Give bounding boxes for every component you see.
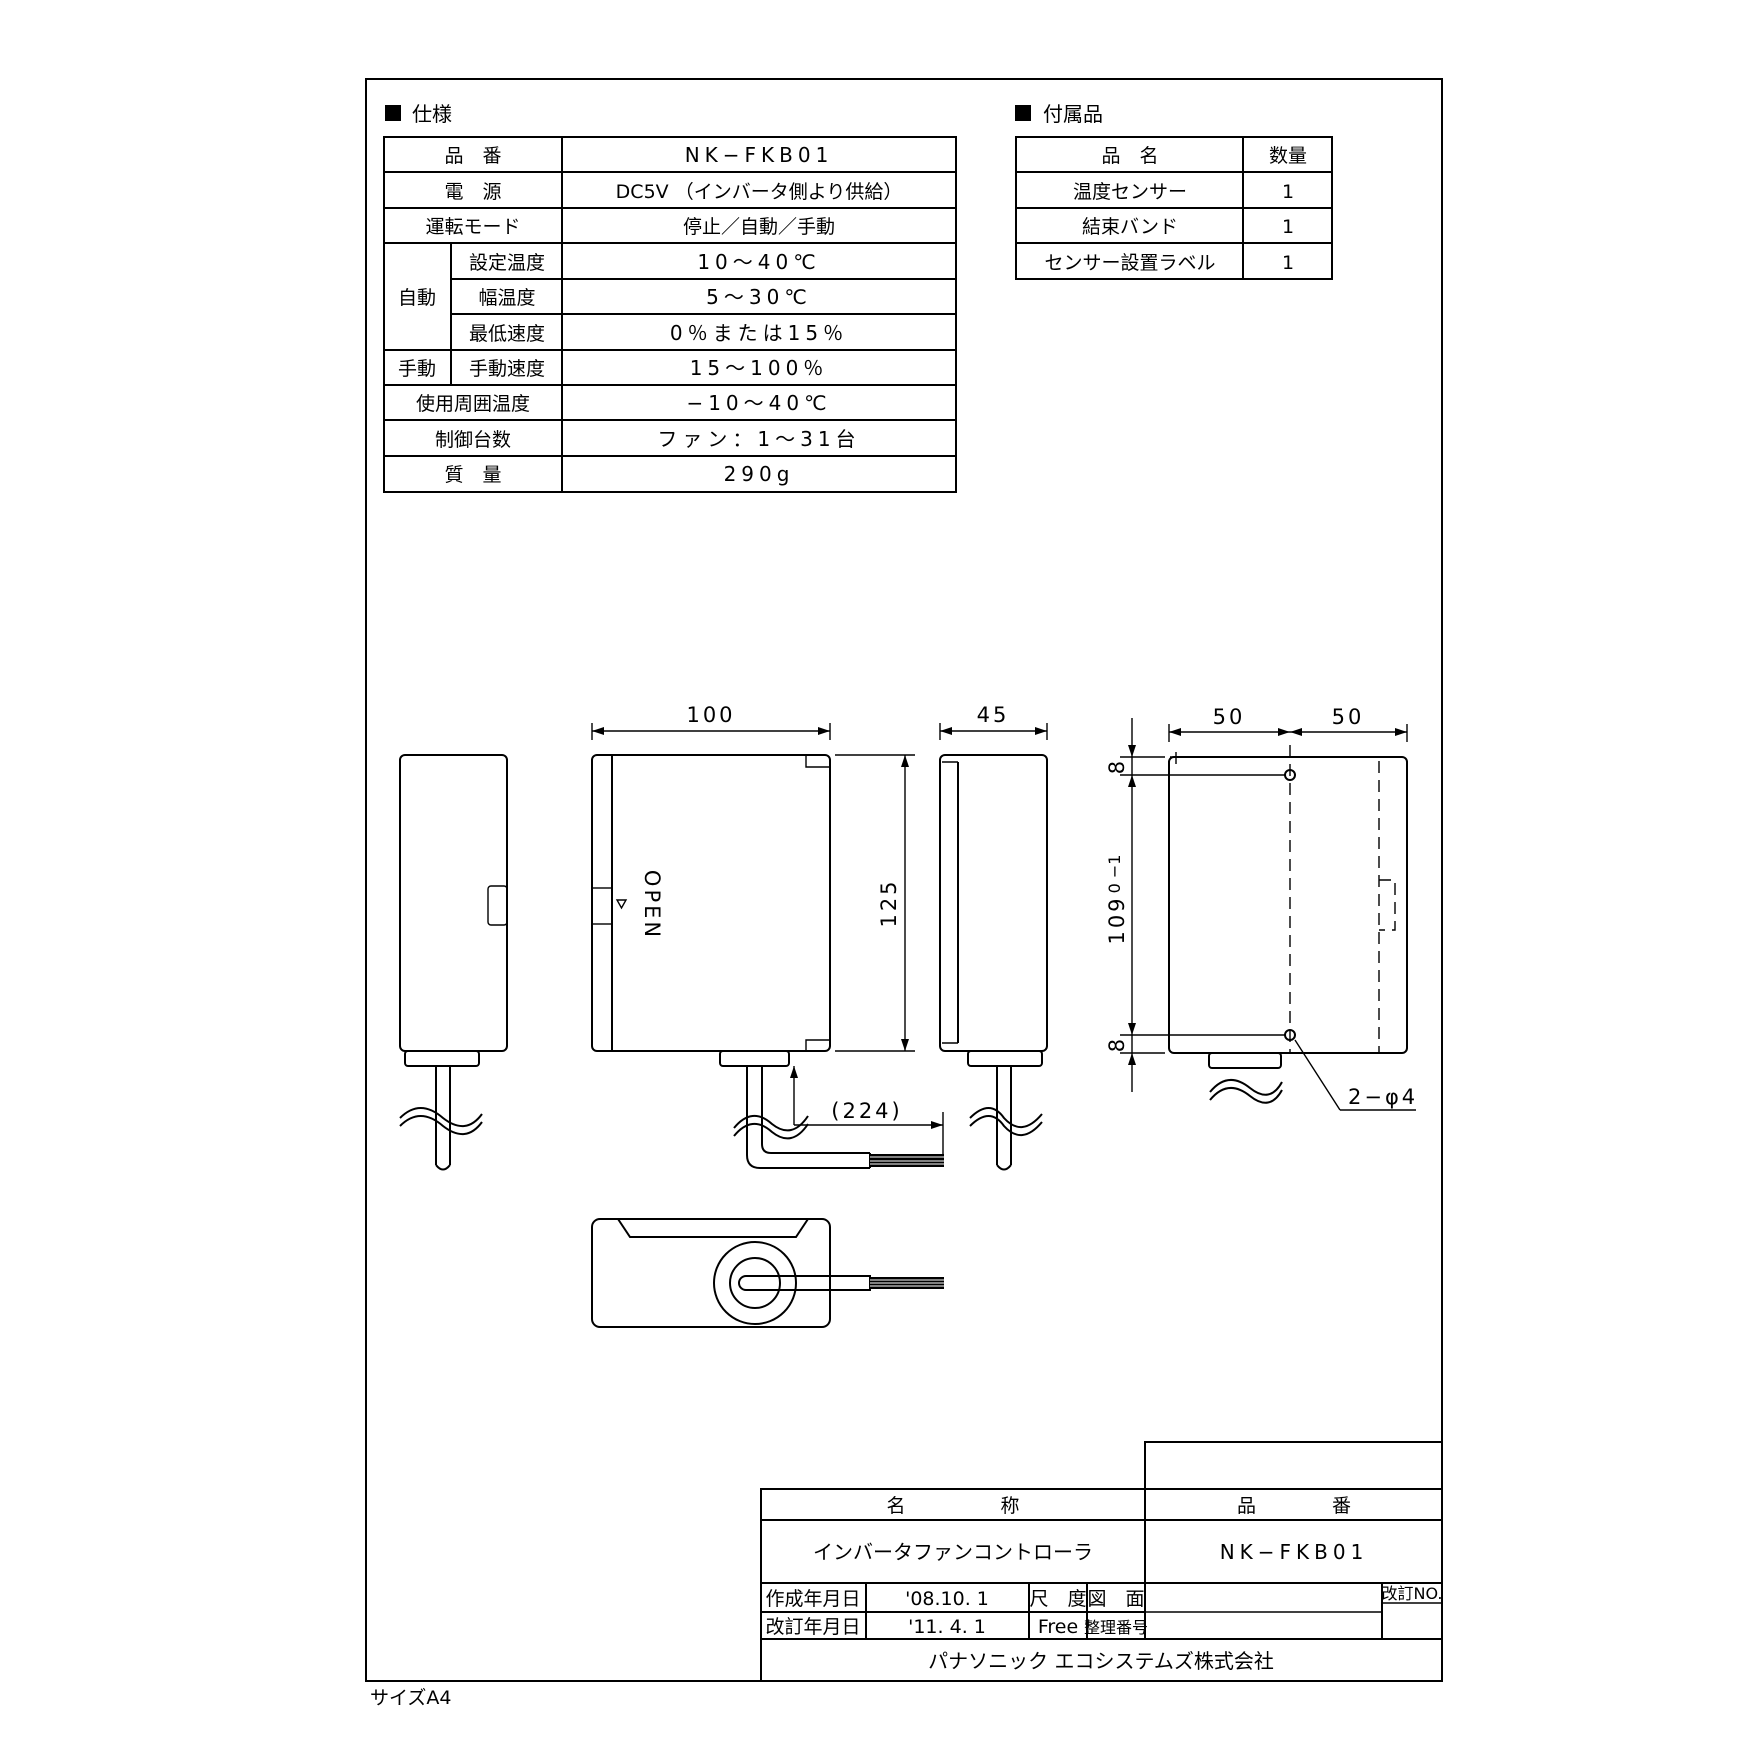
spec-mass-label: 質 量 (444, 464, 501, 486)
spec-mode-label: 運転モード (425, 216, 520, 238)
spec-ambient-label: 使用周囲温度 (416, 393, 530, 415)
spec-power-value: DC5V （インバータ側より供給） (616, 181, 903, 203)
open-label: OPEN (640, 870, 664, 940)
sheet-size: サイズA4 (370, 1687, 452, 1709)
revised-date: '11. 4. 1 (908, 1616, 986, 1638)
accessory-item-qty: 1 (1282, 181, 1294, 203)
company-name: パナソニック エコシステムズ株式会社 (928, 1649, 1274, 1673)
spec-units-value: ファン：1〜31台 (657, 427, 860, 451)
dimension-height: 125 (877, 878, 901, 927)
title-model-header: 品 番 (1237, 1495, 1351, 1517)
dimension-half-right: 50 (1332, 705, 1365, 729)
spec-minspeed-label: 最低速度 (469, 323, 545, 345)
spec-manspeed-value: 15〜100％ (690, 356, 829, 380)
spec-band-value: 5〜30℃ (706, 285, 812, 309)
drawing-label: 図 面 (1087, 1588, 1144, 1610)
spec-settemp-value: 10〜40℃ (697, 250, 820, 274)
dimension-hole-pitch-tolerance: 0 −1 (1105, 855, 1124, 894)
dimension-cable-length: (224) (831, 1099, 902, 1123)
spec-heading-marker (385, 105, 401, 121)
spec-auto-group: 自動 (398, 287, 436, 309)
spec-mode-value: 停止／自動／手動 (683, 216, 835, 238)
sheet-frame (365, 78, 1443, 1682)
spec-ambient-value: −10〜40℃ (686, 391, 831, 415)
spec-settemp-label: 設定温度 (469, 252, 545, 274)
accessory-heading: 付属品 (1043, 102, 1103, 126)
scale-value: Free (1038, 1616, 1078, 1638)
holes-callout: 2−φ4 (1348, 1085, 1418, 1109)
accessory-item-name: 結束バンド (1082, 216, 1178, 238)
spec-manspeed-label: 手動速度 (469, 358, 545, 380)
dimension-top-offset: 8 (1105, 758, 1129, 774)
spec-model-label: 品 番 (444, 145, 501, 167)
accessory-item-name: 温度センサー (1073, 181, 1187, 203)
right-side-view: 45 (939, 703, 1048, 1171)
created-label: 作成年月日 (765, 1588, 860, 1610)
spec-band-label: 幅温度 (478, 287, 535, 309)
accessory-item-name: センサー設置ラベル (1044, 252, 1215, 274)
accessory-table: 付属品 品 名 数量 温度センサー 1 結束バンド 1 センサー設置ラベル 1 (1015, 102, 1333, 280)
product-name: インバータファンコントローラ (813, 1540, 1093, 1564)
dimension-depth: 45 (977, 703, 1010, 727)
spec-units-label: 制御台数 (435, 429, 511, 451)
revision-number-label: 改訂NO. (1381, 1584, 1442, 1603)
created-date: '08.10. 1 (905, 1588, 989, 1610)
accessory-col-name: 品 名 (1101, 145, 1158, 167)
left-side-view (399, 754, 508, 1171)
revised-label: 改訂年月日 (765, 1616, 860, 1638)
spec-table: 仕様 品 番 NK−FKB01 電 源 DC5V （インバータ側より供給） 運転… (383, 102, 957, 493)
scale-label: 尺 度 (1029, 1588, 1086, 1610)
spec-manual-group: 手動 (398, 358, 436, 380)
rear-view: 50 50 8 109 0 −1 8 2−φ4 (1105, 705, 1418, 1111)
dimension-bottom-offset: 8 (1105, 1036, 1129, 1052)
bottom-view (591, 1218, 944, 1328)
spec-minspeed-value: 0％または15％ (670, 321, 848, 345)
front-view: OPEN 100 125 (224) (591, 703, 944, 1169)
spec-power-label: 電 源 (444, 181, 501, 203)
model-number: NK−FKB01 (1220, 1540, 1369, 1564)
title-block: 名 称 品 番 インバータファンコントローラ NK−FKB01 作成年月日 '0… (760, 1441, 1443, 1682)
title-name-header: 名 称 (886, 1495, 1019, 1517)
accessory-item-qty: 1 (1282, 252, 1294, 274)
accessory-col-qty: 数量 (1269, 145, 1307, 167)
dimension-hole-pitch: 109 (1105, 895, 1129, 944)
spec-heading: 仕様 (412, 102, 452, 126)
accessory-heading-marker (1015, 105, 1031, 121)
spec-mass-value: 290g (724, 462, 795, 486)
dimension-width: 100 (686, 703, 735, 727)
accessory-item-qty: 1 (1282, 216, 1294, 238)
dimension-half-left: 50 (1213, 705, 1246, 729)
drawing-number-label: 整理番号 (1084, 1618, 1148, 1637)
spec-model-value: NK−FKB01 (685, 143, 834, 167)
